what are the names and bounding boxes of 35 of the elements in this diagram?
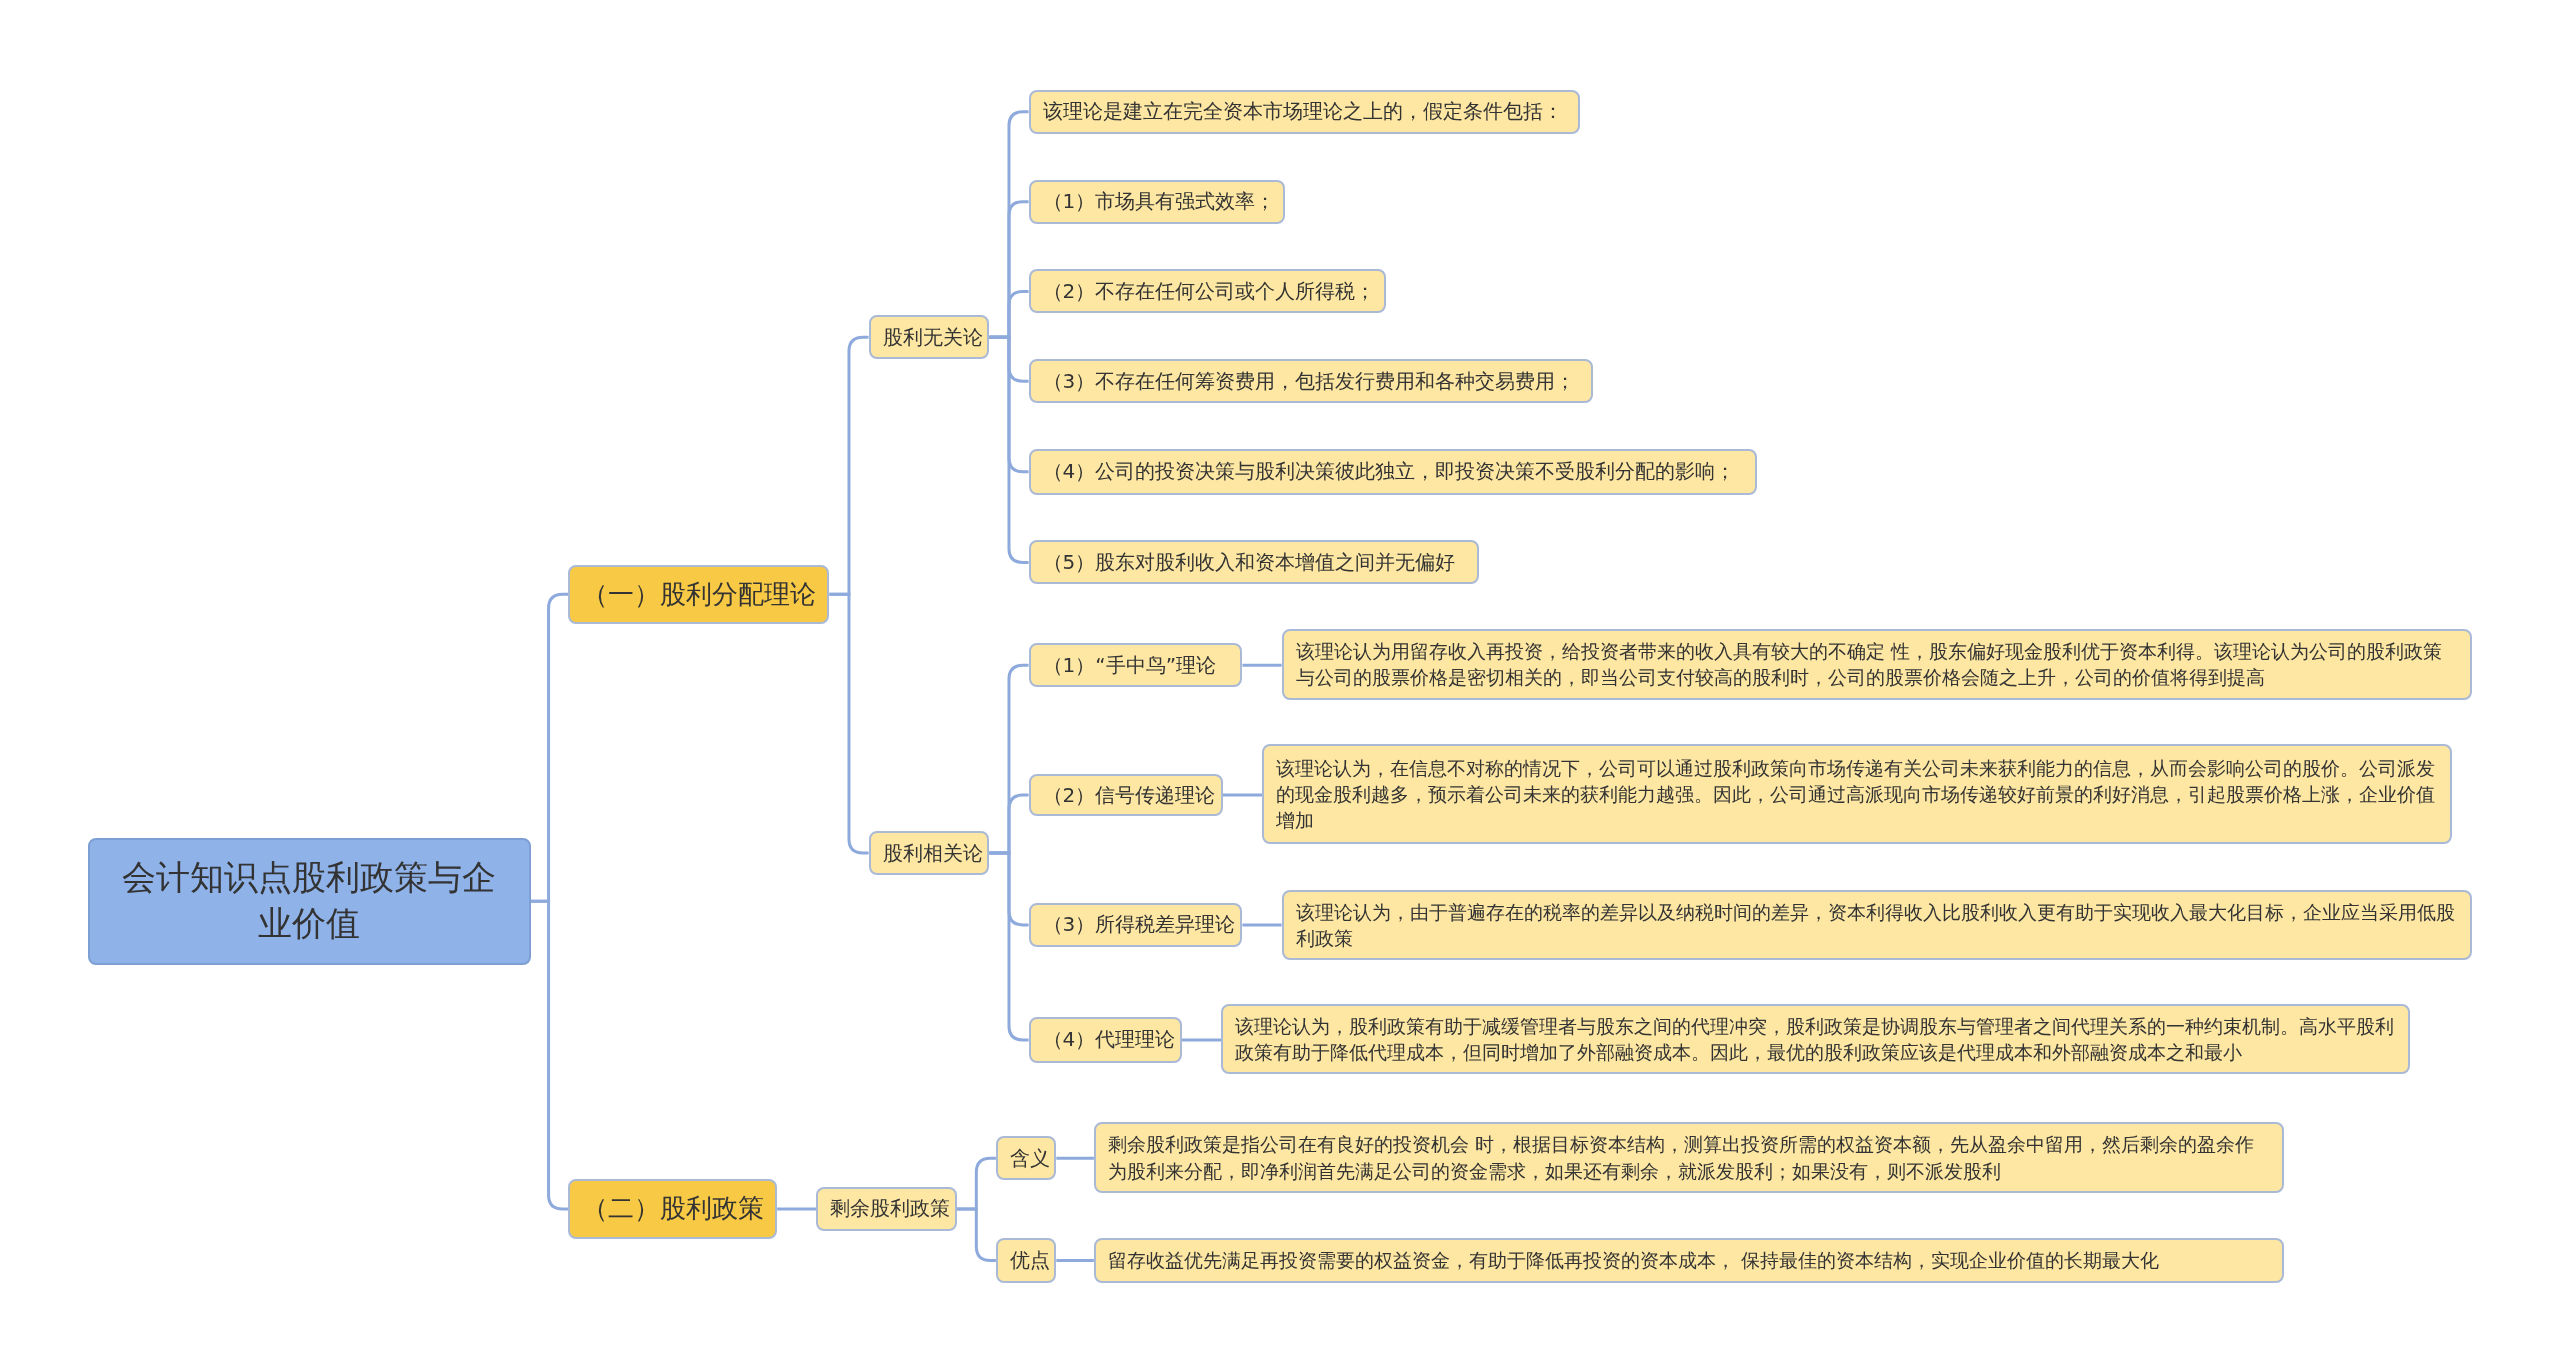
connector-line [989, 851, 1029, 1042]
root-topic-box: 会计知识点股利政策与企业价值 [88, 837, 531, 965]
subtopic-box: （3）不存在任何筹资费用，包括发行费用和各种交易费用； [1028, 359, 1594, 404]
subtopic-box: （4）代理理论 [1028, 1017, 1183, 1063]
connector-line [1242, 663, 1282, 667]
subtopic-box: 该理论是建立在完全资本市场理论之上的，假定条件包括： [1028, 89, 1581, 134]
connector-line [777, 1207, 817, 1211]
branch-topic-box: （一）股利分配理论 [568, 564, 830, 624]
connector-line [956, 1207, 996, 1262]
subtopic-box: 优点 [995, 1237, 1057, 1284]
subtopic-box: （5）股东对股利收入和资本增值之间并无偏好 [1028, 540, 1480, 585]
subtopic-box: （2）不存在任何公司或个人所得税； [1028, 269, 1387, 314]
connector-line [1242, 923, 1282, 927]
subtopic-box: （3）所得税差异理论 [1028, 902, 1243, 947]
subtopic-box: 股利无关论 [868, 315, 990, 360]
subtopic-box: （4）公司的投资决策与股利决策彼此独立，即投资决策不受股利分配的影响； [1028, 448, 1757, 495]
subtopic-box: （1）“手中鸟”理论 [1028, 643, 1243, 688]
branch-topic-box: （二）股利政策 [568, 1178, 778, 1240]
subtopic-box: 剩余股利政策 [816, 1186, 957, 1231]
subtopic-box: 含义 [995, 1136, 1057, 1181]
connector-line [989, 335, 1029, 564]
note-box: 该理论认为，由于普遍存在的税率的差异以及纳税时间的差异，资本利得收入比股利收入更有助于实现收入最大化目标，企业应当采用低股利政策 [1281, 889, 2472, 960]
subtopic-box: （1）市场具有强式效率； [1028, 179, 1285, 224]
connector-line [1222, 793, 1263, 797]
connector-line [1056, 1156, 1094, 1160]
subtopic-box: 股利相关论 [868, 831, 990, 876]
note-box: 剩余股利政策是指公司在有良好的投资机会 时，根据目标资本结构，测算出投资所需的权益资本额，先从盈余中留用，然后剩余的盈余作为股利来分配，即净利润首先满足公司的资金需求，如果还有剩余，就派发股利；如果没有，则不派发股利 [1093, 1121, 2285, 1194]
note-box: 该理论认为用留存收入再投资，给投资者带来的收入具有较大的不确定 性，股东偏好现金股利优于资本利得。该理论认为公司的股利政策与公司的股票价格是密切相关的，即当公司支付较高的股利时，公司的股票价格会随之上升，公司的价值将得到提高 [1281, 628, 2472, 701]
note-box: 该理论认为，在信息不对称的情况下，公司可以通过股利政策向市场传递有关公司未来获利能力的信息，从而会影响公司的股价。公司派发的现金股利越多，预示着公司未来的获利能力越强。因此，公司通过高派现向市场传递较好前景的利好消息，引起股票价格上涨，企业价值增加 [1262, 744, 2453, 845]
connector-line [829, 592, 869, 855]
note-box: 该理论认为，股利政策有助于减缓管理者与股东之间的代理冲突，股利政策是协调股东与管理者之间代理关系的一种约束机制。高水平股利政策有助于降低代理成本，但同时增加了外部融资成本。因此，最优的股利政策应该是代理成本和外部融资成本之和最小 [1221, 1004, 2410, 1075]
connector-line [1056, 1258, 1094, 1262]
note-box: 留存收益优先满足再投资需要的权益资金，有助于降低再投资的资本成本， 保持最佳的资本结构，实现企业价值的长期最大化 [1093, 1237, 2285, 1284]
subtopic-box: （2）信号传递理论 [1028, 773, 1223, 817]
connector-line [1182, 1038, 1222, 1042]
